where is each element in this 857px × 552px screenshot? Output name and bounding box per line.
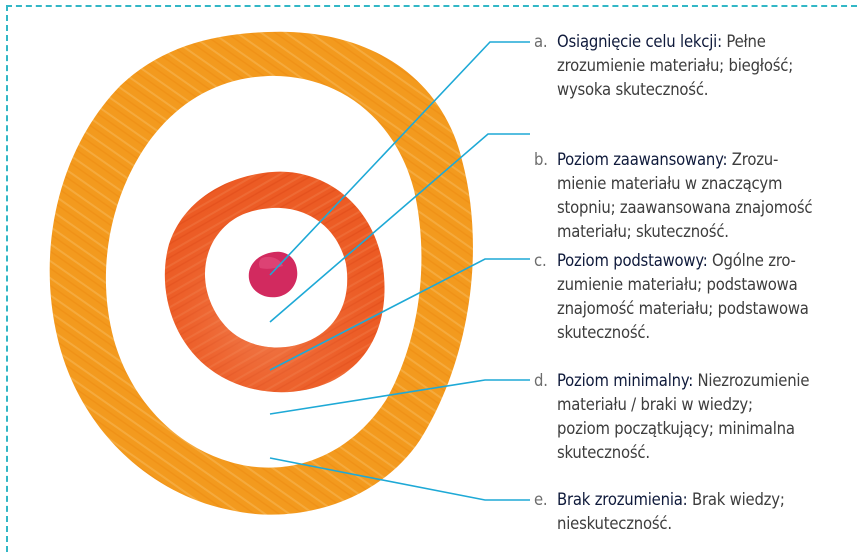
level-a-description: Osiągnięcie celu lekcji: Pełne zrozumieni… — [557, 30, 852, 102]
level-letter: d. — [534, 369, 548, 393]
level-text-line: zumienie materiału; podstawowa — [557, 275, 798, 294]
level-letter: a. — [534, 30, 547, 54]
level-b-description: Poziom zaawansowany: Zrozu-mienie materi… — [557, 148, 852, 244]
level-title: Poziom minimalny: — [557, 371, 693, 390]
level-text-line: materiału; skuteczność. — [557, 222, 729, 241]
level-d-item: d. Poziom minimalny: Niezrozumienie mater… — [534, 369, 852, 465]
level-c-description: Poziom podstawowy: Ogólne zro-zumienie m… — [557, 249, 852, 345]
level-b-item: b. Poziom zaawansowany: Zrozu-mienie mat… — [534, 148, 852, 244]
level-text-line: materiału / braki w wiedzy; — [557, 395, 753, 414]
level-text-line: Pełne — [722, 32, 766, 51]
leader-line-b — [270, 134, 530, 322]
level-text-line: zrozumienie materiału; biegłość; — [557, 56, 793, 75]
level-title: Osiągnięcie celu lekcji: — [557, 32, 722, 51]
level-text-line: nieskuteczność. — [557, 514, 672, 533]
level-letter: b. — [534, 148, 548, 172]
level-text-line: mienie materiału w znaczącym — [557, 174, 782, 193]
level-text-line: znajomość materiału; podstawowa — [557, 299, 809, 318]
level-text-line: Ogólne zro- — [708, 251, 796, 270]
level-text-line: Brak wiedzy; — [687, 490, 784, 509]
level-letter: e. — [534, 488, 547, 512]
center-bullseye — [249, 252, 298, 298]
level-e-item: e. Brak zrozumienia: Brak wiedzy; nieskut… — [534, 488, 852, 536]
level-text-line: poziom początkujący; minimalna — [557, 419, 795, 438]
level-text-line: Niezrozumienie — [693, 371, 809, 390]
level-text-line: stopniu; zaawansowana znajomość — [557, 198, 812, 217]
level-title: Brak zrozumienia: — [557, 490, 687, 509]
level-letter: c. — [534, 249, 546, 273]
level-a-item: a. Osiągnięcie celu lekcji: Pełne zrozumi… — [534, 30, 852, 102]
level-text-line: Zrozu- — [727, 150, 778, 169]
level-e-description: Brak zrozumienia: Brak wiedzy; nieskutecz… — [557, 488, 852, 536]
level-c-item: c. Poziom podstawowy: Ogólne zro-zumieni… — [534, 249, 852, 345]
level-text-line: skuteczność. — [557, 443, 650, 462]
level-text-line: wysoka skuteczność. — [557, 80, 708, 99]
level-text-line: skuteczność. — [557, 323, 650, 342]
level-title: Poziom zaawansowany: — [557, 150, 727, 169]
level-title: Poziom podstawowy: — [557, 251, 708, 270]
level-d-description: Poziom minimalny: Niezrozumienie materiał… — [557, 369, 852, 465]
